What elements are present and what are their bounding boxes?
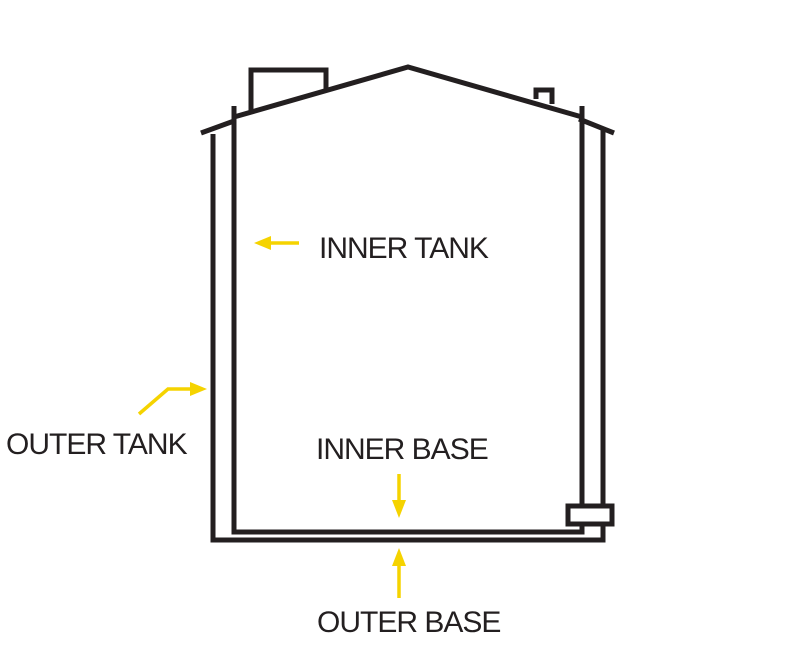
inner-tank-outline (231, 64, 615, 535)
inner-tank-roof (233, 64, 583, 120)
outer-tank-right-lip (578, 116, 615, 136)
inner-tank-label: INNER TANK (319, 232, 489, 265)
outlet-fitting (565, 503, 615, 527)
outer-base-arrow (392, 548, 406, 598)
outer-base-label: OUTER BASE (317, 606, 500, 639)
roof-hatch (248, 67, 329, 112)
outer-tank-outline (200, 116, 615, 543)
inner-tank-arrow (254, 236, 299, 250)
inner-tank-shell (231, 106, 585, 535)
outer-tank-arrow (137, 382, 207, 416)
inner-base-label: INNER BASE (316, 433, 488, 466)
outer-tank-label: OUTER TANK (6, 428, 188, 461)
outer-tank-left-lip (200, 118, 235, 136)
inner-base-arrow (392, 474, 406, 518)
roof-vent (533, 87, 555, 104)
outer-tank-shell (210, 130, 606, 543)
pointer-arrows (137, 236, 406, 598)
